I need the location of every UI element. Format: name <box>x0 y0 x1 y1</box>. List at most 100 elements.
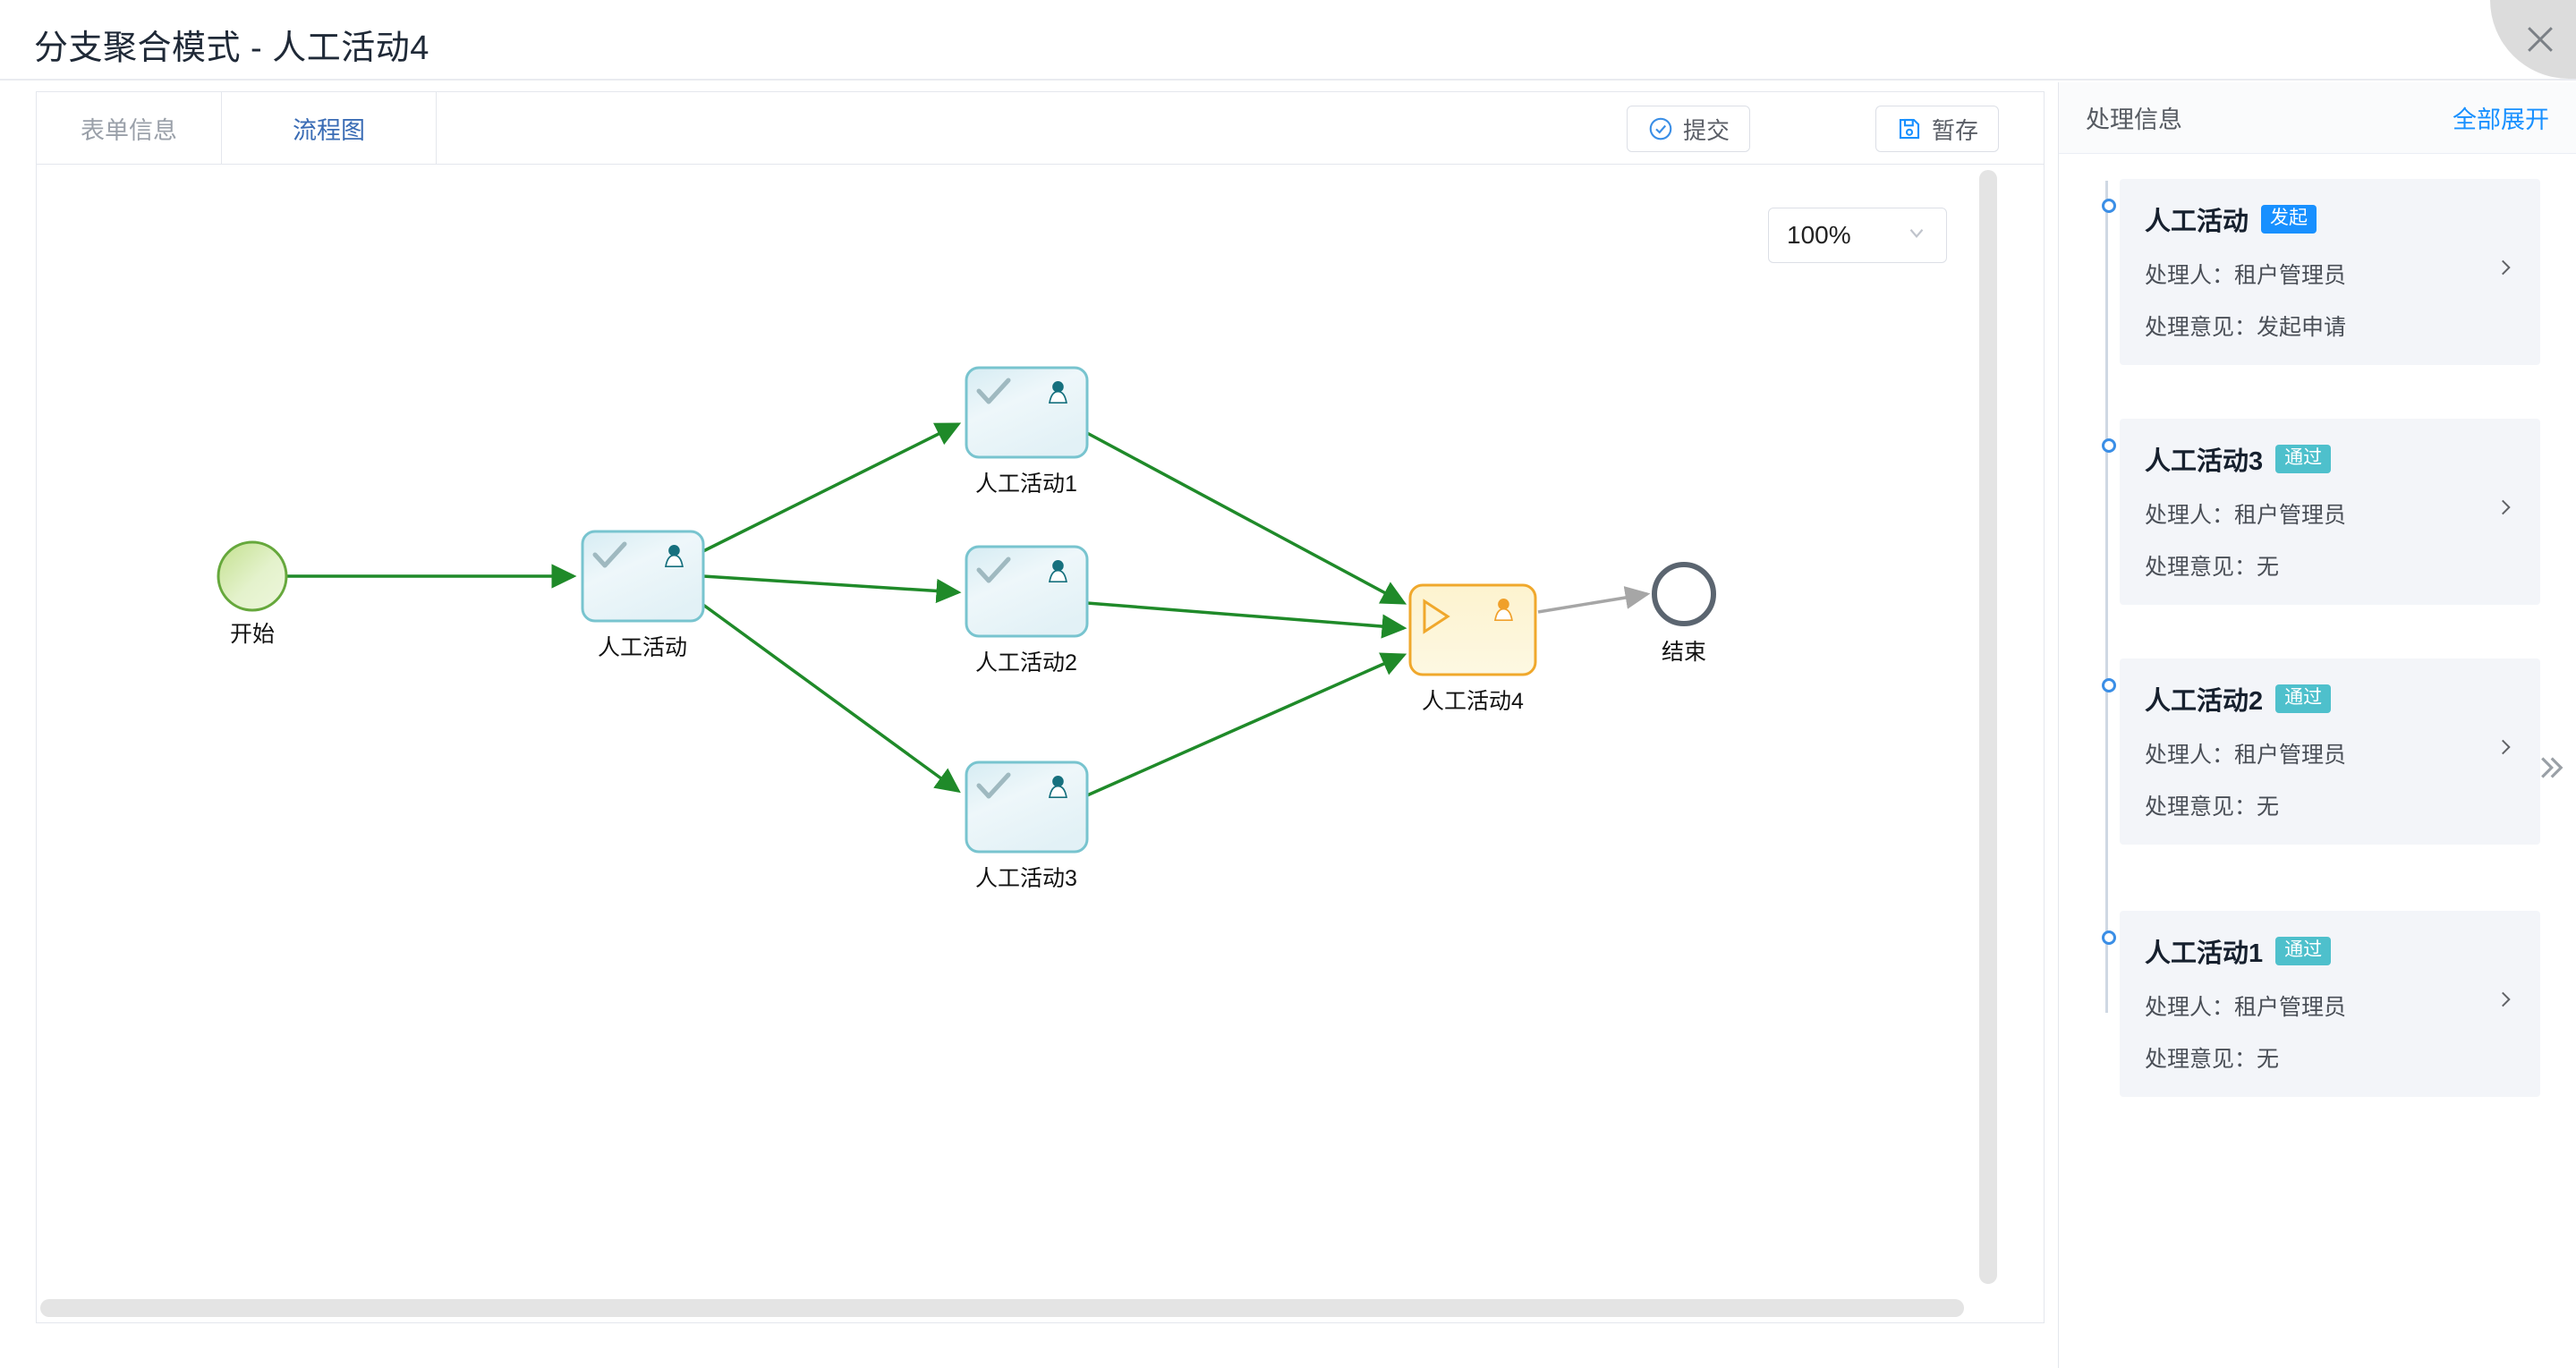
card-header: 人工活动2 通过 <box>2145 680 2515 718</box>
activity-name: 人工活动 <box>2145 208 2249 236</box>
assignee-label: 处理人： <box>2145 995 2235 1020</box>
comment-row: 处理意见：无 <box>2145 1041 2515 1074</box>
vertical-scrollbar[interactable] <box>1979 170 1997 1284</box>
process-card[interactable]: 人工活动3 通过 处理人：租户管理员 处理意见：无 <box>2120 419 2540 605</box>
zoom-value: 100% <box>1787 221 1851 249</box>
timeline-item: 人工活动3 通过 处理人：租户管理员 处理意见：无 <box>2059 419 2576 605</box>
edge-task0-to-task2 <box>702 574 962 604</box>
node-task-0[interactable] <box>581 530 705 623</box>
tab-toolbar: 表单信息 流程图 提交 暂存 <box>36 91 2045 165</box>
edge-task0-to-task3 <box>701 603 961 794</box>
timeline-item: 人工活动 发起 处理人：租户管理员 处理意见：发起申请 <box>2059 179 2576 365</box>
activity-name: 人工活动1 <box>2145 939 2264 968</box>
assignee-label: 处理人： <box>2145 743 2235 768</box>
circle-check-icon <box>1647 115 1674 142</box>
node-end[interactable] <box>1652 562 1716 626</box>
comment-value: 发起申请 <box>2257 315 2347 340</box>
chevron-right-icon[interactable] <box>2494 496 2517 523</box>
flow-diagram <box>217 366 1716 854</box>
node-task-1[interactable] <box>965 366 1089 459</box>
timeline-dot-icon <box>2102 199 2116 213</box>
expand-all-link[interactable]: 全部展开 <box>2453 106 2549 133</box>
assignee-row: 处理人：租户管理员 <box>2145 497 2515 530</box>
zoom-level-select[interactable]: 100% <box>1768 208 1947 263</box>
timeline-axis <box>2105 181 2108 1013</box>
card-header: 人工活动1 通过 <box>2145 932 2515 970</box>
node-task-4-current[interactable] <box>1408 583 1537 676</box>
timeline-item: 人工活动1 通过 处理人：租户管理员 处理意见：无 <box>2059 911 2576 1097</box>
status-badge: 发起 <box>2261 205 2317 234</box>
process-card[interactable]: 人工活动 发起 处理人：租户管理员 处理意见：发起申请 <box>2120 179 2540 365</box>
process-info-panel: 处理信息 全部展开 人工活动 发起 处理人：租户管理员 处理意见：发起申请 <box>2058 82 2576 1368</box>
timeline-dot-icon <box>2102 678 2116 692</box>
process-timeline: 人工活动 发起 处理人：租户管理员 处理意见：发起申请 人工活动3 通 <box>2059 154 2576 1097</box>
assignee-row: 处理人：租户管理员 <box>2145 737 2515 769</box>
node-start[interactable] <box>217 540 288 612</box>
node-label-task-2: 人工活动2 <box>975 650 1077 676</box>
activity-name: 人工活动3 <box>2145 447 2264 476</box>
node-label-end: 结束 <box>1661 640 1707 665</box>
chevron-down-icon <box>1905 221 1928 251</box>
window-titlebar: 分支聚合模式 - 人工活动4 <box>0 0 2576 81</box>
process-info-header: 处理信息 全部展开 <box>2059 82 2576 154</box>
edge-task4-to-end <box>1537 586 1651 614</box>
save-icon <box>1896 115 1923 142</box>
tab-label: 表单信息 <box>81 116 177 144</box>
assignee-row: 处理人：租户管理员 <box>2145 258 2515 290</box>
submit-label: 提交 <box>1682 116 1730 144</box>
panel-title: 处理信息 <box>2086 106 2182 133</box>
process-card[interactable]: 人工活动1 通过 处理人：租户管理员 处理意见：无 <box>2120 911 2540 1097</box>
timeline-dot-icon <box>2102 930 2116 945</box>
card-header: 人工活动3 通过 <box>2145 440 2515 478</box>
comment-label: 处理意见： <box>2145 1047 2257 1072</box>
status-badge: 通过 <box>2275 684 2332 713</box>
flowchart-canvas[interactable]: 100% <box>36 165 2045 1323</box>
timeline-item: 人工活动2 通过 处理人：租户管理员 处理意见：无 <box>2059 659 2576 845</box>
node-task-2[interactable] <box>965 545 1089 638</box>
status-badge: 通过 <box>2275 445 2332 473</box>
tab-label: 流程图 <box>293 116 365 144</box>
comment-label: 处理意见： <box>2145 555 2257 580</box>
assignee-value: 租户管理员 <box>2234 503 2347 528</box>
assignee-value: 租户管理员 <box>2234 995 2347 1020</box>
status-badge: 通过 <box>2275 937 2332 965</box>
node-label-start: 开始 <box>229 622 276 647</box>
comment-row: 处理意见：无 <box>2145 789 2515 821</box>
chevron-right-icon[interactable] <box>2494 256 2517 284</box>
process-card[interactable]: 人工活动2 通过 处理人：租户管理员 处理意见：无 <box>2120 659 2540 845</box>
chevron-right-icon[interactable] <box>2494 735 2517 763</box>
assignee-value: 租户管理员 <box>2234 263 2347 288</box>
edge-task1-to-task4 <box>1086 431 1407 605</box>
edge-task2-to-task4 <box>1086 601 1407 639</box>
tab-flowchart[interactable]: 流程图 <box>222 92 437 164</box>
page-title: 分支聚合模式 - 人工活动4 <box>34 30 429 67</box>
comment-row: 处理意见：发起申请 <box>2145 310 2515 342</box>
comment-value: 无 <box>2257 794 2280 820</box>
card-header: 人工活动 发起 <box>2145 200 2515 238</box>
comment-label: 处理意见： <box>2145 794 2257 820</box>
close-button[interactable] <box>2490 0 2576 79</box>
edge-task0-to-task1 <box>702 422 962 553</box>
comment-row: 处理意见：无 <box>2145 549 2515 582</box>
comment-value: 无 <box>2257 1047 2280 1072</box>
tab-form-info[interactable]: 表单信息 <box>37 92 222 164</box>
horizontal-scrollbar[interactable] <box>40 1299 1964 1317</box>
node-task-3[interactable] <box>965 760 1089 854</box>
comment-label: 处理意见： <box>2145 315 2257 340</box>
assignee-row: 处理人：租户管理员 <box>2145 990 2515 1022</box>
node-label-task-1: 人工活动1 <box>975 472 1077 497</box>
timeline-dot-icon <box>2102 438 2116 453</box>
assignee-label: 处理人： <box>2145 263 2235 288</box>
submit-button[interactable]: 提交 <box>1626 106 1750 152</box>
node-label-task-3: 人工活动3 <box>975 866 1077 891</box>
comment-value: 无 <box>2257 555 2280 580</box>
assignee-value: 租户管理员 <box>2234 743 2347 768</box>
assignee-label: 处理人： <box>2145 503 2235 528</box>
double-chevron-right-icon[interactable] <box>2531 749 2569 791</box>
draft-label: 暂存 <box>1931 116 1978 144</box>
chevron-right-icon[interactable] <box>2494 988 2517 1015</box>
activity-name: 人工活动2 <box>2145 687 2264 716</box>
node-label-task-4: 人工活动4 <box>1422 689 1524 714</box>
save-draft-button[interactable]: 暂存 <box>1875 106 1999 152</box>
node-label-task-0: 人工活动 <box>597 635 688 660</box>
